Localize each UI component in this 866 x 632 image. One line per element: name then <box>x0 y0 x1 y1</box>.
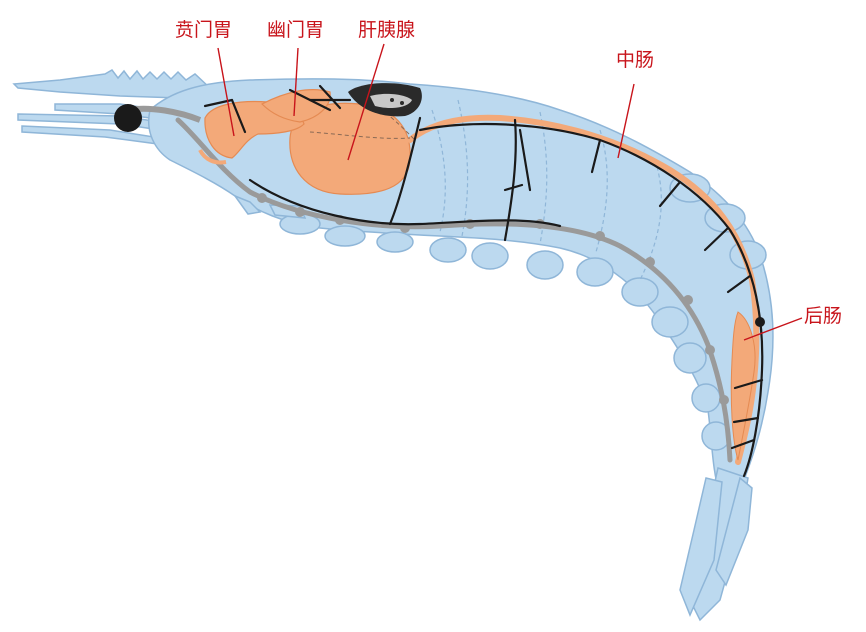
leader-lines <box>217 43 803 341</box>
blood-vessels <box>203 84 764 478</box>
intestine <box>407 114 760 465</box>
label-midgut: 中肠 <box>616 49 654 71</box>
label-cardiac-stomach: 贲门胃 <box>175 19 232 41</box>
pleopod <box>429 237 467 263</box>
anus-dot <box>755 317 765 327</box>
pleopod <box>651 306 689 338</box>
label-pyloric-stomach: 幽门胃 <box>267 19 324 41</box>
ventral-nerve-cord <box>175 117 733 463</box>
labels: 贲门胃 幽门胃 肝胰腺 中肠 后肠 <box>175 19 842 327</box>
pleopod <box>471 242 509 270</box>
thoracic-leg <box>232 194 262 215</box>
pleopod <box>691 383 721 413</box>
leader-midgut <box>617 83 635 159</box>
antenna-lower <box>21 125 161 145</box>
leader-cardiac-stomach <box>217 47 235 137</box>
leader-hindgut <box>743 317 803 341</box>
label-hindgut: 后肠 <box>804 305 842 327</box>
pleopod <box>526 250 564 280</box>
leader-pyloric-stomach <box>293 47 299 117</box>
label-hepatopancreas: 肝胰腺 <box>358 19 415 41</box>
leader-hepatopancreas <box>347 43 385 161</box>
pleopod <box>376 231 414 253</box>
compound-eye <box>114 104 202 132</box>
pleopod <box>673 342 707 374</box>
shrimp-body <box>12 69 774 622</box>
heart <box>348 83 422 117</box>
pleopod <box>576 257 614 287</box>
pleopod <box>621 277 659 307</box>
rostrum <box>12 69 212 99</box>
pleopod <box>324 225 366 247</box>
digestive-tract <box>198 89 760 465</box>
